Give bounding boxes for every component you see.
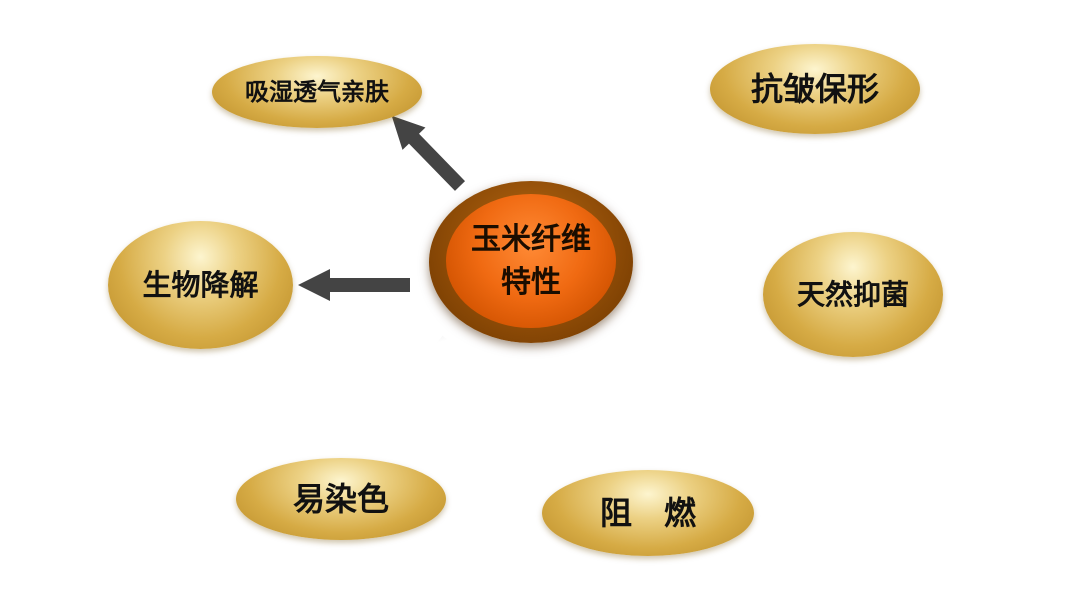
arrow-to-bottom-left bbox=[365, 335, 454, 449]
node-left: 生物降解 bbox=[108, 221, 293, 349]
center-node: 玉米纤维 特性 bbox=[446, 194, 616, 328]
arrow-to-left bbox=[298, 269, 410, 301]
node-top-left: 吸湿透气亲肤 bbox=[212, 56, 422, 128]
arrow-to-top-left bbox=[391, 115, 466, 191]
node-top-right: 抗皱保形 bbox=[710, 44, 920, 134]
node-bottom-right: 阻 燃 bbox=[542, 470, 754, 556]
node-left-label: 生物降解 bbox=[142, 267, 259, 302]
node-right: 天然抑菌 bbox=[763, 232, 943, 357]
node-right-label: 天然抑菌 bbox=[796, 277, 909, 311]
node-bottom-right-label: 阻 燃 bbox=[599, 493, 696, 532]
node-top-right-label: 抗皱保形 bbox=[750, 69, 879, 108]
arrow-to-top-right bbox=[607, 121, 690, 196]
center-title-line1: 玉米纤维 bbox=[471, 221, 591, 257]
node-bottom-left-label: 易染色 bbox=[292, 479, 389, 518]
arrow-to-bottom-right bbox=[565, 342, 625, 466]
center-title-line2: 特性 bbox=[501, 265, 561, 300]
node-top-left-label: 吸湿透气亲肤 bbox=[245, 76, 389, 106]
node-bottom-left: 易染色 bbox=[236, 458, 446, 540]
arrow-to-right bbox=[640, 279, 752, 311]
